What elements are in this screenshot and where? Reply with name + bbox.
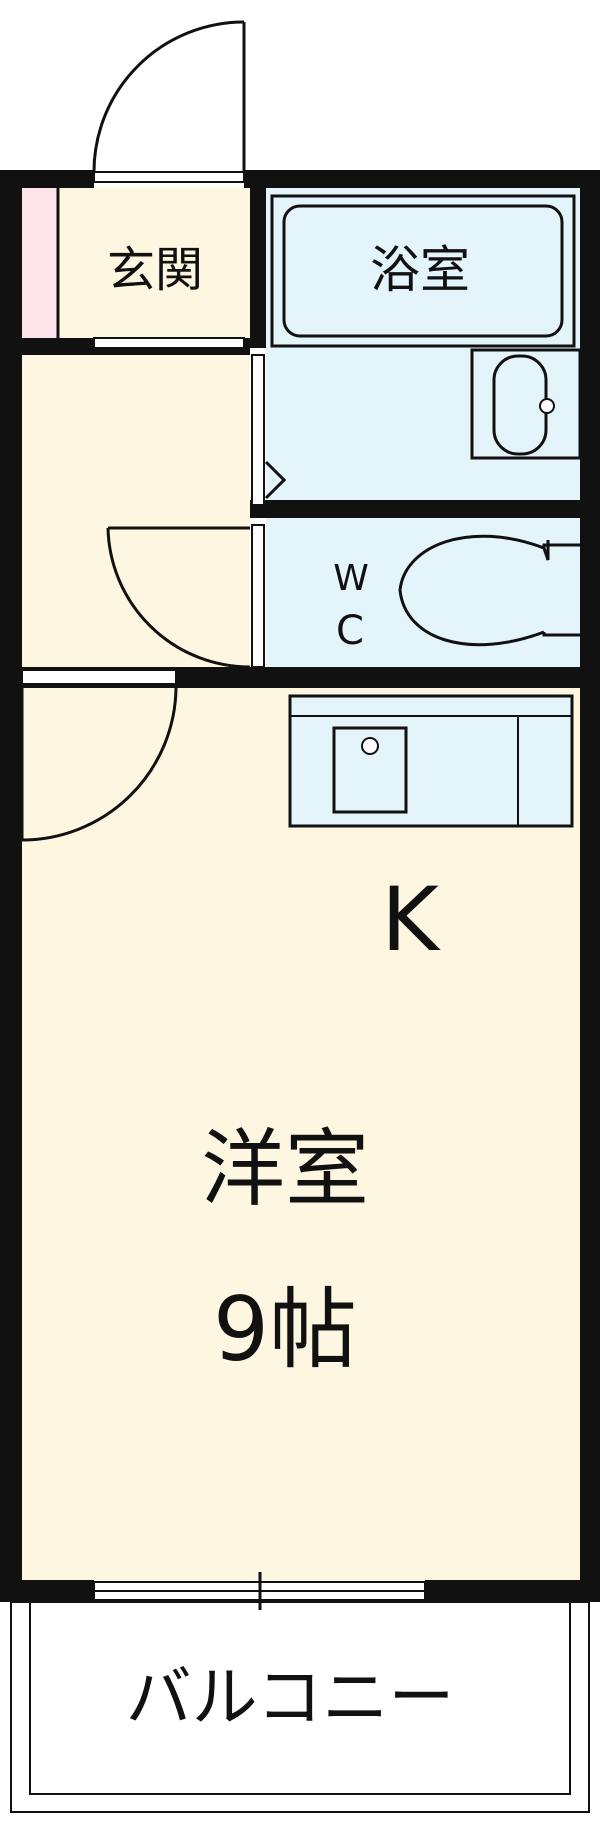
- washbasin-counter: [470, 348, 582, 460]
- wc-door: [251, 524, 265, 668]
- hallway-floor: [22, 355, 250, 667]
- western-room-size: 9帖: [213, 1278, 357, 1381]
- kitchen-label: K: [381, 868, 441, 971]
- main-room-door-swing: [20, 669, 178, 842]
- bathtub: [270, 194, 576, 348]
- genkan-label: 玄関: [107, 242, 203, 298]
- wc-floor: [266, 518, 580, 667]
- balcony-label: バルコニー: [126, 1659, 455, 1736]
- balcony-window: [93, 1572, 426, 1610]
- kitchen-counter: [288, 694, 574, 828]
- toilet: [398, 534, 580, 647]
- wc-label-c: C: [336, 608, 364, 654]
- balcony: [10, 1601, 590, 1813]
- western-room-label: 洋室: [201, 1120, 369, 1218]
- bathroom-door: [251, 354, 287, 506]
- bathtub-inner: [282, 204, 564, 338]
- wc-label-w: W: [333, 558, 369, 599]
- entrance-door-swing: [92, 20, 246, 183]
- genkan-floor: [60, 188, 250, 338]
- walls: [0, 170, 600, 1602]
- genkan-step: [93, 337, 245, 349]
- washbasin-drain: [539, 398, 555, 414]
- main-room-floor: [22, 688, 580, 1580]
- closet-floor: [22, 188, 58, 338]
- bathroom-label: 浴室: [370, 241, 470, 299]
- hallway-door-swing: [106, 526, 251, 669]
